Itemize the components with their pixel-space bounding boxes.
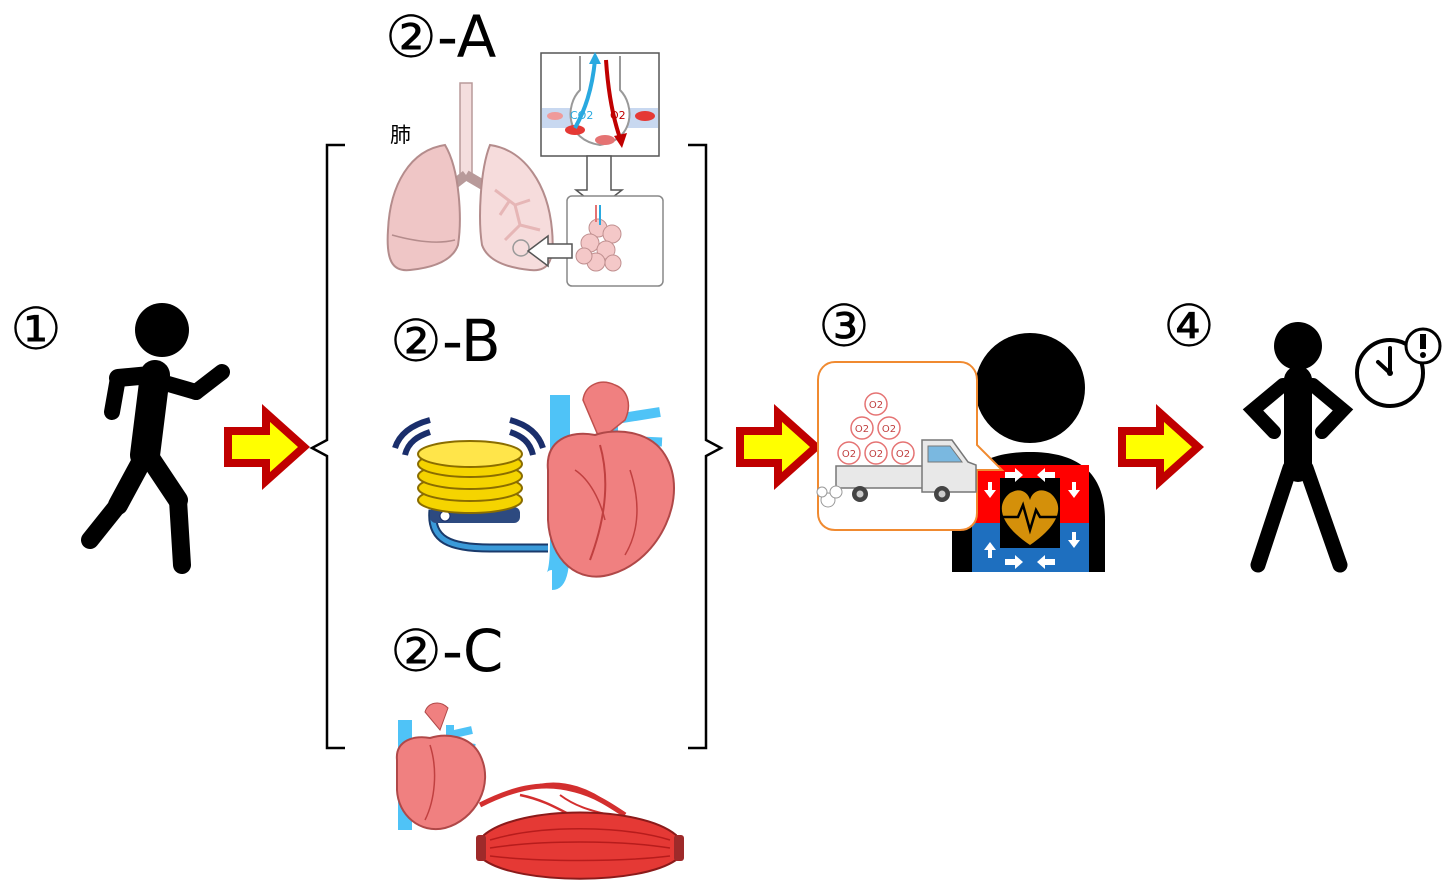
lungs-icon — [386, 82, 554, 272]
step-2c-label: ②-C — [390, 617, 504, 685]
co2-text: CO2 — [570, 109, 593, 122]
lung-label: 肺 — [390, 123, 411, 147]
exclamation-icon — [1404, 327, 1442, 365]
person-silhouette-icon — [952, 333, 1105, 572]
muscle-icon — [476, 811, 684, 880]
o2-cargo-text: O2 — [842, 449, 856, 460]
o2-text: O2 — [610, 109, 626, 122]
clock-icon — [1355, 338, 1425, 408]
pump-icon — [392, 417, 548, 553]
bracket-icon — [688, 143, 724, 750]
heart-icon — [546, 381, 675, 590]
heartbeat-icon — [1001, 490, 1059, 545]
arrow-left-icon — [526, 234, 573, 268]
alveoli-icon — [566, 195, 664, 287]
o2-cargo-text: O2 — [882, 424, 896, 435]
o2-cargo-text: O2 — [869, 400, 883, 411]
o2-cargo-text: O2 — [869, 449, 883, 460]
o2-cargo-text: O2 — [896, 449, 910, 460]
arrow-right-icon — [228, 413, 304, 481]
step-1-label: ① — [10, 295, 62, 363]
step-4-label: ④ — [1163, 292, 1215, 360]
gas-exchange-icon: CO2 O2 — [540, 52, 660, 157]
heart-icon — [395, 702, 486, 831]
step-2a-label: ②-A — [385, 3, 497, 71]
standing-person-icon — [1242, 322, 1354, 573]
o2-cargo-text: O2 — [855, 424, 869, 435]
step-3-label: ③ — [818, 292, 870, 360]
arrow-right-icon — [1122, 413, 1198, 481]
running-person-icon — [81, 303, 230, 574]
step-2b-label: ②-B — [390, 307, 501, 375]
truck-icon: O2 O2 O2 O2 O2 O2 — [816, 361, 1005, 531]
arrow-right-icon — [740, 413, 816, 481]
bracket-icon — [309, 143, 345, 750]
